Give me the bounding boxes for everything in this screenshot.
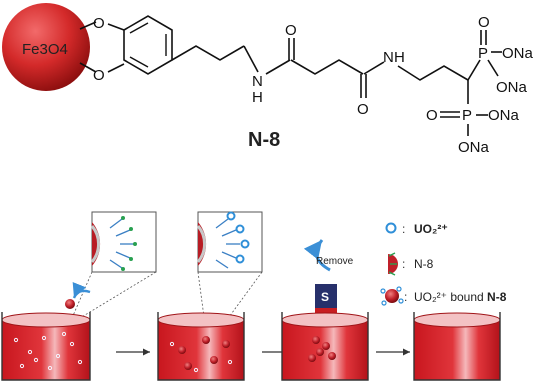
fe3o4-sphere: [2, 3, 90, 91]
bound-n8-legend-icon: [385, 289, 399, 303]
magnet-s-pole: [315, 284, 337, 308]
chemical-structure: Fe3O4 O O N H O O N H: [2, 3, 534, 156]
oxygen-atom-top: O: [93, 15, 105, 32]
lower-ona-1: ONa: [488, 107, 520, 124]
uranyl-legend-icon: [385, 222, 397, 234]
remove-label: Remove: [316, 256, 354, 267]
phosphonate-oxygen-upper: O: [478, 14, 490, 31]
remove-arrow: Remove: [303, 239, 354, 272]
beaker-3: [281, 312, 369, 381]
amide-nitrogen-1: N: [252, 73, 263, 90]
beaker-2: [157, 312, 245, 381]
amide-hydrogen-2: H: [394, 49, 405, 66]
phosphorus-lower: P: [462, 107, 472, 124]
phosphorus-upper: P: [478, 45, 488, 62]
amide-oxygen-1: O: [285, 22, 297, 39]
fe3o4-label: Fe3O4: [22, 41, 68, 58]
legend-uranyl-label: UO₂²⁺: [414, 222, 448, 236]
add-arrow: [72, 281, 91, 299]
beaker-1: [1, 312, 91, 381]
amide-hydrogen-1: H: [252, 89, 263, 106]
legend: : UO₂²⁺ : N-8 : UO₂²⁺ bound N-8: [380, 222, 507, 306]
upper-ona-2: ONa: [496, 79, 528, 96]
magnified-inset-n8: [71, 211, 157, 319]
amide-nitrogen-2: N: [383, 49, 394, 66]
nanoparticle-dose: [65, 299, 75, 309]
process-row: Remove S N: [1, 211, 501, 381]
beaker-4: [413, 312, 501, 381]
magnified-inset-bound: [196, 211, 263, 333]
benzene-ring: [123, 15, 173, 75]
svg-text::: :: [402, 257, 405, 271]
amide-oxygen-2: O: [357, 101, 369, 118]
upper-ona-1: ONa: [502, 45, 534, 62]
legend-bound-label: UO₂²⁺ bound N-8: [414, 290, 507, 304]
compound-label: N-8: [248, 129, 280, 151]
legend-n8-label: N-8: [414, 257, 434, 271]
svg-text::: :: [404, 290, 407, 304]
phosphonate-oxygen-lower: O: [426, 107, 438, 124]
magnet-s-label: S: [321, 290, 329, 304]
oxygen-atom-bottom: O: [93, 67, 105, 84]
lower-ona-2: ONa: [458, 139, 490, 156]
svg-text::: :: [402, 222, 405, 236]
